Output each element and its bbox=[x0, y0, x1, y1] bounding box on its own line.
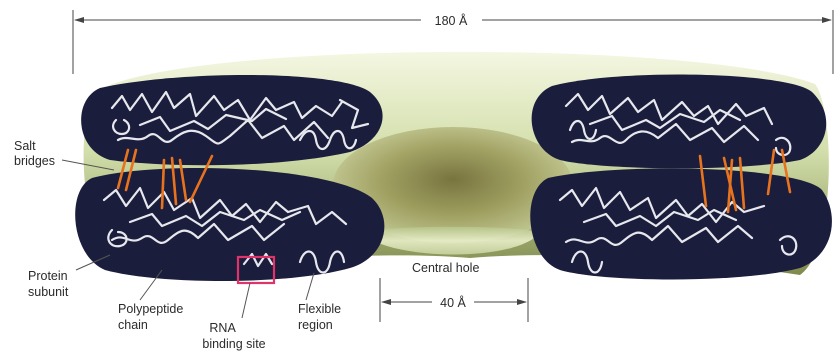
rna-binding-site-label-line1: RNA bbox=[209, 321, 236, 335]
outer-width-label: 180 Å bbox=[435, 13, 468, 28]
salt-bridges-label-line1: Salt bbox=[14, 139, 36, 153]
protein-subunit-label-line2: subunit bbox=[28, 285, 69, 299]
polypeptide-chain-label-line2: chain bbox=[118, 318, 148, 332]
right-lower-subunit bbox=[530, 168, 832, 279]
polypeptide-chain-label-line1: Polypeptide bbox=[118, 302, 183, 316]
protein-subunit-label-line1: Protein bbox=[28, 269, 68, 283]
hole-width-label: 40 Å bbox=[440, 295, 466, 310]
flexible-region-label: Flexible region bbox=[298, 302, 345, 332]
left-lower-subunit bbox=[75, 168, 384, 283]
rna-binding-site-label: RNA binding site bbox=[202, 321, 265, 351]
polypeptide-chain-label: Polypeptide chain bbox=[118, 302, 187, 332]
salt-bridges-label-line2: bridges bbox=[14, 154, 55, 168]
salt-bridges-label: Salt bridges bbox=[14, 139, 55, 168]
rna-binding-site-label-line2: binding site bbox=[202, 337, 265, 351]
flexible-region-label-line2: region bbox=[298, 318, 333, 332]
protein-subunit-label: Protein subunit bbox=[28, 269, 71, 299]
central-hole-label: Central hole bbox=[412, 261, 479, 275]
flexible-region-label-line1: Flexible bbox=[298, 302, 341, 316]
hole-width-dimension: 40 Å bbox=[380, 278, 528, 322]
